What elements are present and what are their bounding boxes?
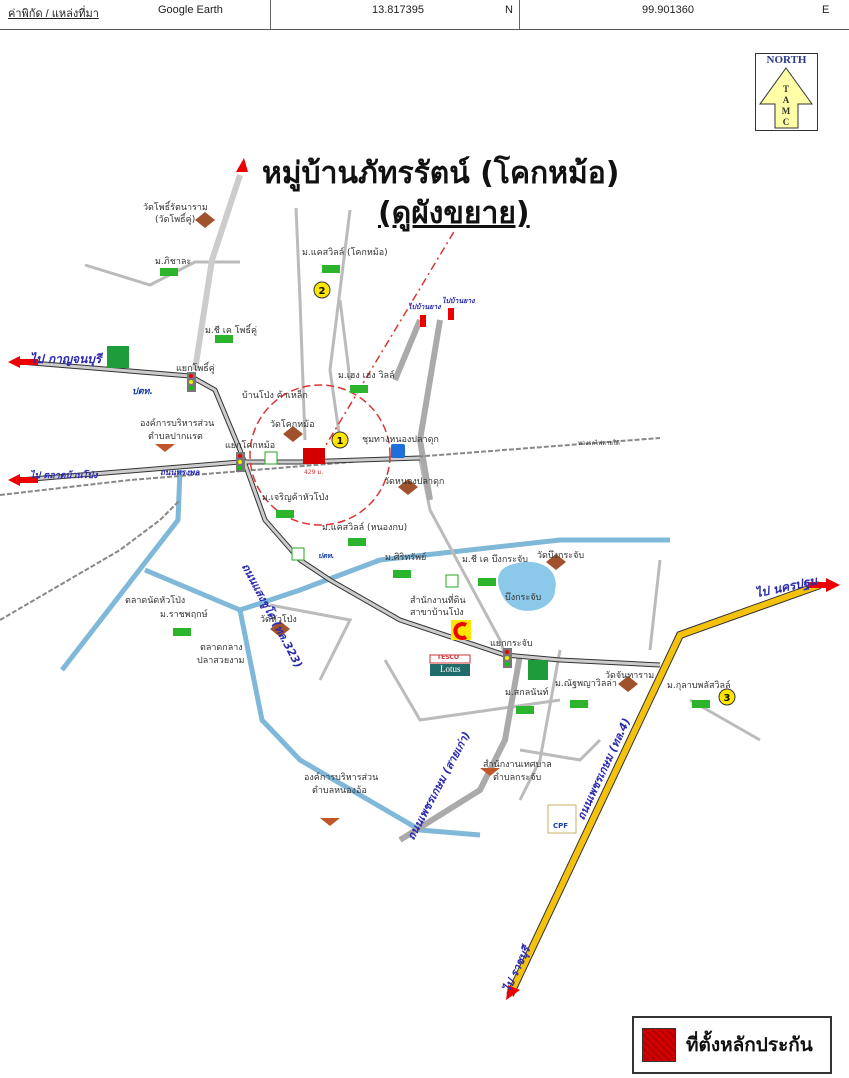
logo-lotus: Lotus [440, 664, 461, 674]
label-wat-pho-rat-sub: (วัดโพธิ์คู่) [155, 215, 196, 225]
svg-text:T: T [783, 84, 789, 94]
label-intersection-pho: แยกโพธิ์คู่ [176, 364, 215, 374]
direction-talad-ban-pong: ไป ตลาดบ้านโป่ง [30, 471, 98, 481]
latitude-value: 13.817395 [372, 4, 424, 16]
map-subtitle: (ดูผังขยาย) [378, 196, 530, 231]
label-m-gk-bung: ม.ชี เค บึงกระจับ [462, 555, 528, 565]
label-wat-hua-pong: วัดหัวโป่ง [260, 615, 297, 625]
divider [519, 0, 520, 29]
map-legend: ที่ตั้งหลักประกัน [632, 1016, 832, 1074]
svg-text:A: A [783, 95, 790, 105]
label-wat-chan: วัดจันทาราม [605, 671, 655, 681]
label-talad-klang-sub: ปลาสวยงาม [197, 656, 245, 666]
label-obt-nong-sub: ตำบลหนองอ้อ [312, 786, 367, 796]
logo-ptt-2: ปตท. [318, 552, 335, 560]
label-land-office: สำนักงานที่ดิน [410, 596, 466, 606]
railway-label: ทางรถไฟสายใต้ [578, 440, 620, 447]
radius-distance: 429 ม. [304, 469, 324, 476]
north-arrow-logo: NORTH T A M C [755, 53, 818, 131]
label-m-kulap: ม.กุลาบพลัสวิลล์ [667, 681, 731, 691]
label-municipal: สำนักงานเทศบาล [483, 760, 552, 770]
label-m-heng: ม.เฮง เฮง วิลล์ [338, 371, 395, 381]
label-obt-pak-raet-sub: ตำบลปากแรด [148, 432, 203, 442]
direction-kanchanaburi: ไป กาญจนบุรี [30, 352, 102, 366]
label-m-ratchaphruek: ม.ราชพฤกษ์ [160, 610, 208, 620]
label-intersection-khok: แยกโคกหม้อ [225, 441, 276, 451]
label-talad-klang: ตลาดกลาง [200, 643, 243, 653]
label-m-sirithip: ม.ศิริทรัพย์ [385, 553, 427, 563]
source-label: ค่าพิกัด / แหล่งที่มา [8, 8, 99, 20]
label-m-casaville: ม.แคสวิลล์ (โคกหม้อ) [302, 248, 388, 258]
svg-text:3: 3 [724, 693, 731, 704]
label-municipal-sub: ตำบลกระจับ [493, 773, 542, 783]
label-m-phichai: ม.ภิชาละ [155, 257, 192, 267]
lat-direction: N [505, 4, 513, 16]
divider [270, 0, 271, 29]
label-m-casaville2: ม.แคสวิลล์ (หนองกบ) [322, 523, 408, 533]
svg-text:1: 1 [337, 436, 344, 447]
lon-direction: E [822, 4, 830, 16]
label-bung-krachap: บึงกระจับ [505, 593, 542, 603]
label-m-sakon: ม.สกลนันท์ [505, 688, 549, 698]
svg-text:C: C [783, 117, 790, 127]
label-m-natthaya: ม.ณัฐพญาวิลล่า [555, 679, 617, 689]
label-wat-nong-pla-duk: วัดหนองปลาดุก [384, 477, 445, 487]
svg-text:2: 2 [319, 286, 326, 297]
label-ban-pong-steel: บ้านโป่ง ค้าเหล็ก [242, 391, 308, 401]
north-label: NORTH [766, 54, 807, 66]
label-intersection-bung: แยกกระจับ [490, 639, 533, 649]
label-m-gk-pho: ม.ชี เค โพธิ์คู่ [205, 326, 258, 336]
longitude-value: 99.901360 [642, 4, 694, 16]
label-wat-pho-rat: วัดโพธิ์รัตนาราม [143, 203, 208, 213]
coordinate-header: ค่าพิกัด / แหล่งที่มา Google Earth 13.81… [0, 0, 849, 30]
logo-cpf: CPF [553, 822, 569, 830]
collateral-swatch [642, 1028, 676, 1062]
canals [60, 469, 670, 838]
logo-ptt: ปตท. [132, 387, 153, 397]
direction-ban-yang-2: ไปบ้านยาง [442, 297, 475, 305]
label-m-charoen: ม.เจริญค้าหัวโป่ง [262, 493, 329, 503]
label-talad-hua: ตลาดนัดหัวโป่ง [125, 596, 186, 606]
label-nong-pla-duk: ชุมทางหนองปลาดุก [362, 435, 439, 445]
logo-tesco: TESCO [437, 654, 460, 661]
collateral-site-marker [303, 448, 325, 464]
label-wat-khok-mo: วัดโคกหม้อ [270, 420, 315, 430]
label-wat-bung: วัดบึงกระจับ [537, 551, 585, 561]
label-obt-pak-raet: องค์การบริหารส่วน [140, 419, 215, 429]
source-value: Google Earth [158, 4, 223, 16]
direction-ban-yang-1: ไปบ้านยาง [408, 303, 441, 311]
map-title: หมู่บ้านภัทรรัตน์ (โคกหม้อ) [262, 156, 620, 191]
road-songphon: ถนนทรงพล [160, 468, 200, 477]
label-land-office-sub: สาขาบ้านโป่ง [410, 608, 464, 618]
svg-text:M: M [782, 106, 791, 116]
arrow-icon: T A M C [759, 67, 813, 129]
label-obt-nong: องค์การบริหารส่วน [304, 773, 379, 783]
legend-label: ที่ตั้งหลักประกัน [686, 1034, 813, 1056]
